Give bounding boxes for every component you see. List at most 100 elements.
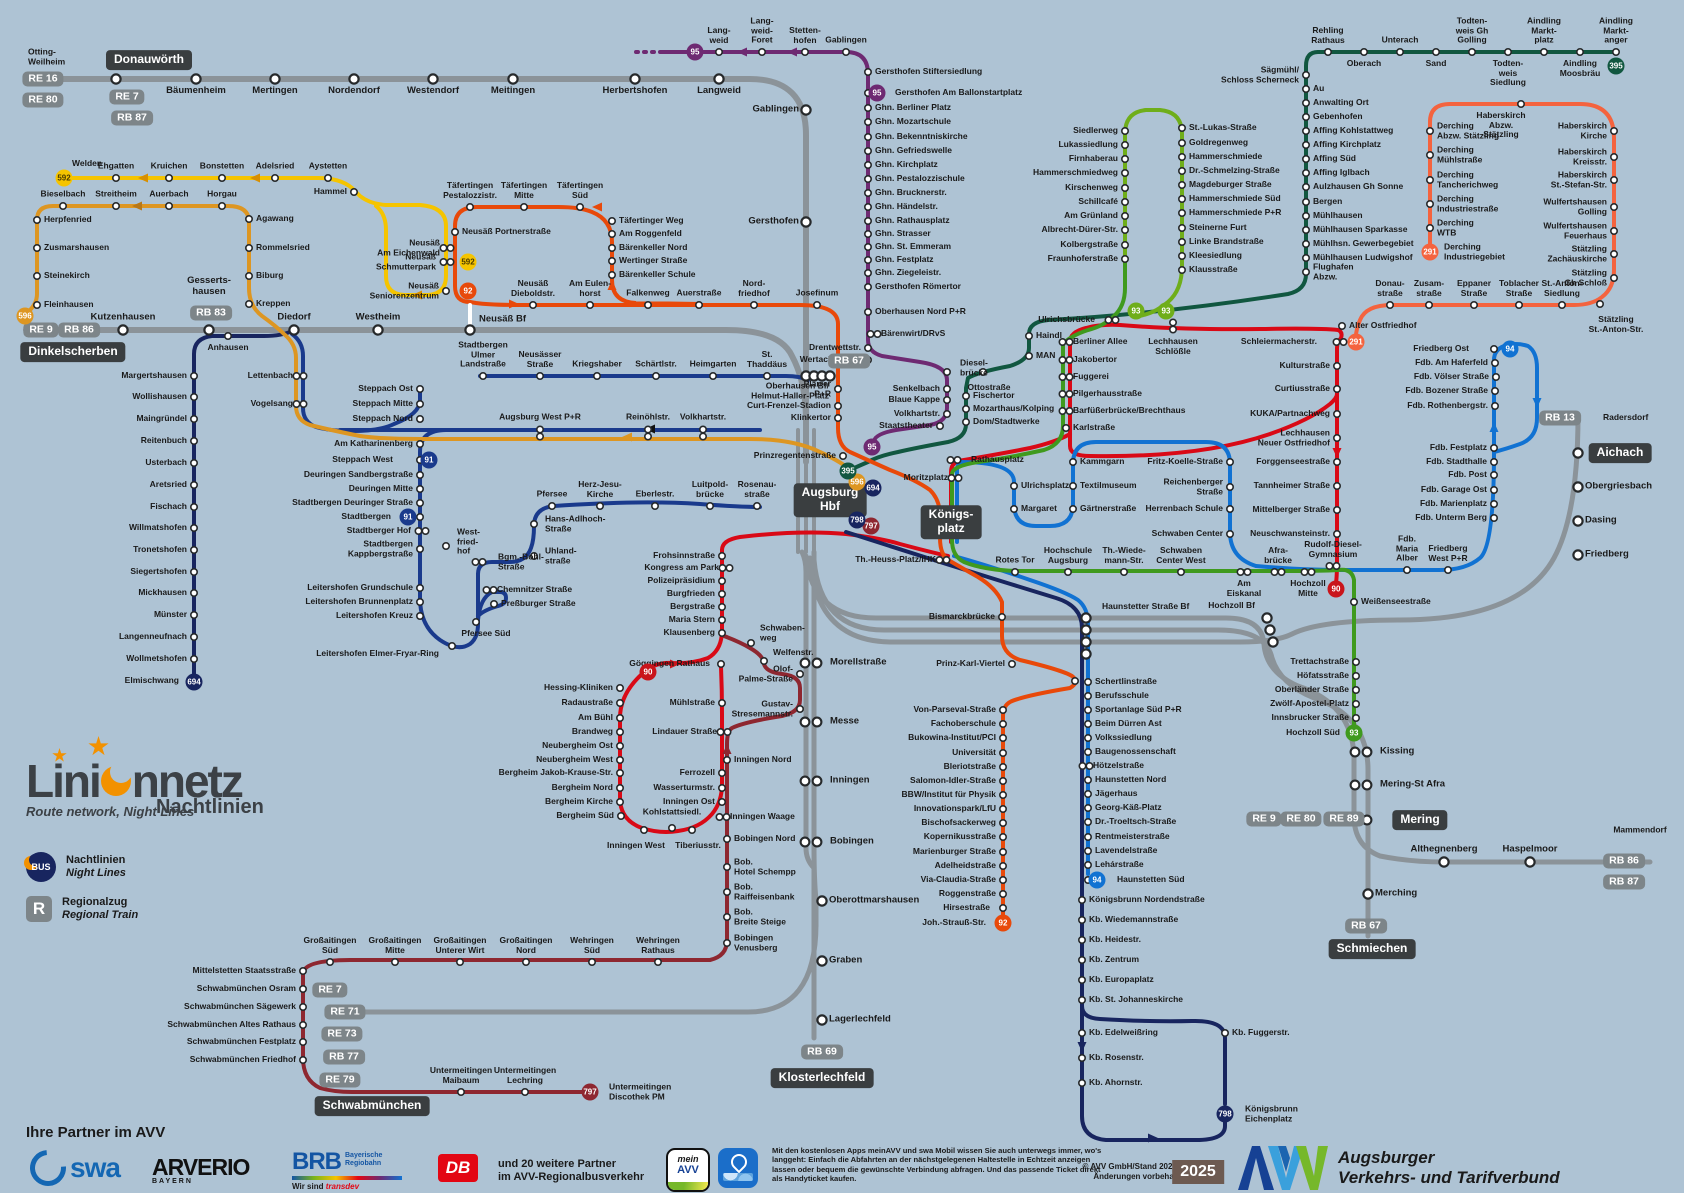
station-dot — [935, 421, 944, 430]
station-dot — [415, 384, 424, 393]
station-dot — [607, 230, 616, 239]
station-dot — [1085, 761, 1094, 770]
direction-arrow-icon — [138, 173, 148, 183]
train-line-badge: RE 80 — [22, 92, 64, 108]
station-dot — [863, 133, 872, 142]
train-line-badge: RE 16 — [22, 71, 64, 87]
station-dot — [1121, 226, 1130, 235]
line-bus91-chemnitz — [476, 590, 508, 622]
station-dot — [1572, 481, 1584, 493]
station-dot — [759, 656, 768, 665]
station-dot — [190, 588, 199, 597]
line-number-badge: 291 — [1421, 243, 1439, 261]
subtitle-de: Nachtlinien — [156, 796, 264, 818]
terminus-box: Königs-platz — [920, 505, 982, 539]
line-rail-friedberg — [807, 413, 1581, 645]
station-dot — [1302, 127, 1311, 136]
station-dot — [1121, 241, 1130, 250]
station-dot — [1524, 856, 1536, 868]
station-dot — [446, 244, 455, 253]
station-dot — [1470, 300, 1479, 309]
title-part2: nnetz — [131, 755, 244, 807]
station-dot — [715, 812, 724, 821]
direction-arrow-icon — [1332, 448, 1342, 458]
line-number-badge: 694 — [864, 479, 882, 497]
train-line-badge: RB 67 — [828, 353, 870, 369]
station-dot — [298, 1038, 307, 1047]
station-dot — [415, 414, 424, 423]
station-dot — [1338, 321, 1347, 330]
station-dot — [32, 216, 41, 225]
station-dot — [615, 783, 624, 792]
station-dot — [800, 216, 812, 228]
train-line-badge: RB 86 — [58, 322, 100, 338]
station-dot — [1261, 612, 1273, 624]
station-dot — [1009, 504, 1018, 513]
station-dot — [1558, 300, 1567, 309]
line-bus90-link — [720, 530, 950, 558]
station-dot — [224, 331, 233, 340]
line-number-badge: 93 — [1345, 724, 1363, 742]
line-number-badge: 91 — [420, 451, 438, 469]
station-dot — [722, 834, 731, 843]
terminus-box: Aichach — [1588, 443, 1652, 463]
line-bus90-kuka — [1118, 323, 1344, 585]
station-dot — [1065, 372, 1074, 381]
station-dot — [841, 47, 850, 56]
line-number-badge: 94 — [1501, 340, 1519, 358]
station-dot — [1426, 151, 1435, 160]
line-number-badge: 90 — [1327, 580, 1345, 598]
station-dot — [639, 825, 648, 834]
station-dot — [866, 329, 875, 338]
line-bus798-loop — [1080, 1004, 1227, 1106]
transdev-logo: transdev — [325, 1182, 360, 1191]
line-number-badge: 291 — [1347, 333, 1365, 351]
station-dot — [643, 425, 652, 434]
station-dot — [1078, 915, 1087, 924]
station-dot — [1515, 300, 1524, 309]
station-dot — [1426, 127, 1435, 136]
station-dot — [299, 371, 308, 380]
avv-logo: Augsburger Verkehrs- und Tarifverbund — [1238, 1146, 1560, 1190]
station-dot — [1610, 203, 1619, 212]
station-dot — [1062, 423, 1071, 432]
station-dot — [1612, 47, 1621, 56]
station-dot — [863, 230, 872, 239]
station-dot — [863, 161, 872, 170]
train-line-badge: RE 73 — [321, 1026, 363, 1042]
station-dot — [323, 174, 332, 183]
line-number-badge: 90 — [639, 663, 657, 681]
station-dot — [1084, 747, 1093, 756]
station-dot — [998, 818, 1007, 827]
brb-color-bar — [292, 1176, 402, 1180]
station-dot — [1438, 856, 1450, 868]
terminus-box: Schmiechen — [1328, 939, 1416, 959]
station-dot — [811, 775, 823, 787]
station-dot — [507, 73, 519, 85]
station-dot — [1468, 47, 1477, 56]
station-dot — [1300, 567, 1309, 576]
station-dot — [112, 202, 121, 211]
station-dot — [1121, 198, 1130, 207]
line-bus92-city — [468, 300, 1004, 616]
station-dot — [415, 498, 424, 507]
station-dot — [441, 541, 450, 550]
station-dot — [58, 202, 67, 211]
station-dot — [190, 610, 199, 619]
line-bus94-south — [952, 554, 1090, 876]
line-rail-dinkelscherben — [23, 327, 809, 423]
line-bus395 — [848, 50, 1320, 472]
station-dot — [1572, 447, 1584, 459]
station-dot — [218, 174, 227, 183]
station-dot — [863, 307, 872, 316]
station-dot — [349, 188, 358, 197]
station-dot — [816, 895, 828, 907]
station-dot — [1504, 47, 1513, 56]
line-rail-donauwoerth — [23, 76, 809, 465]
line-bus90-loop — [618, 548, 724, 834]
station-dot — [1432, 47, 1441, 56]
